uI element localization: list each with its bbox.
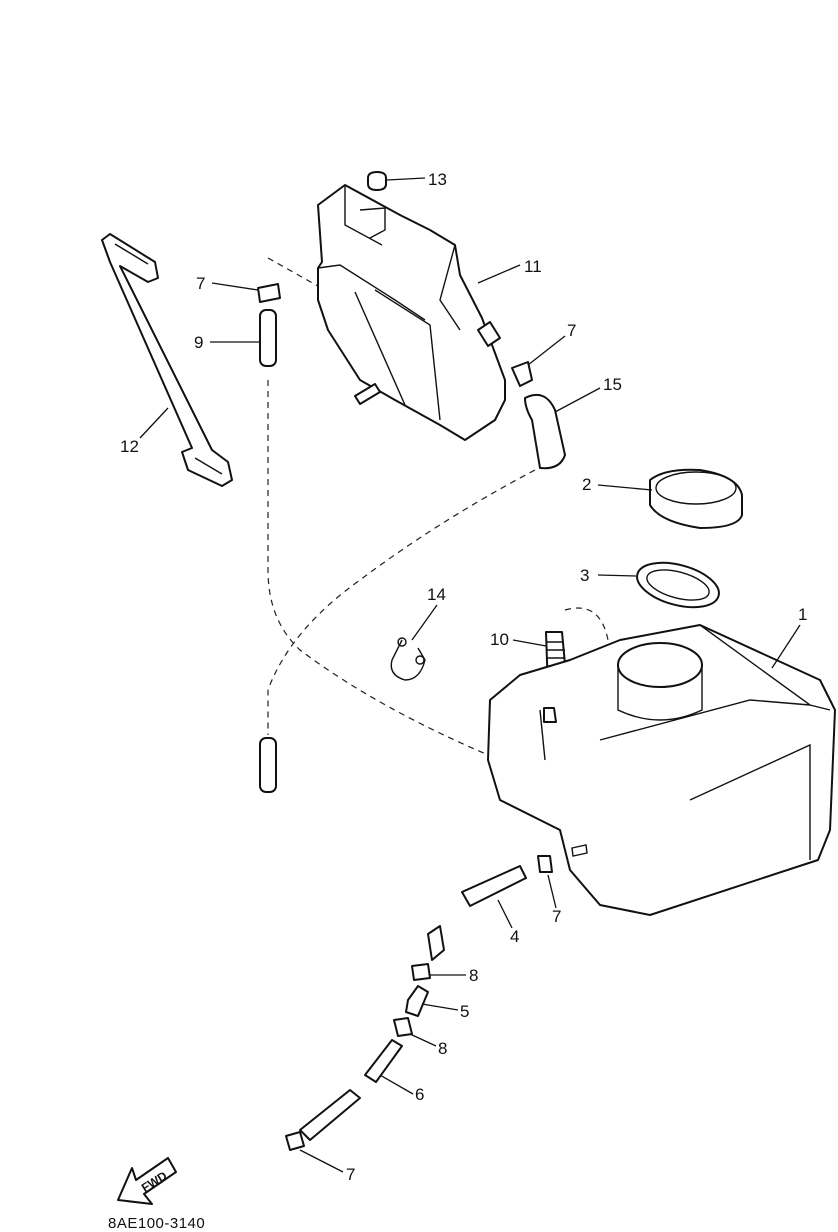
- part-7-clamp-bottom: [285, 1131, 305, 1151]
- part-9-hose: [257, 283, 281, 367]
- part-11-reservoir-tank: [317, 184, 506, 441]
- callout-1: 1: [798, 605, 807, 624]
- part-1-fuel-tank: [487, 624, 836, 916]
- part-12-strap: [101, 233, 233, 487]
- callout-7-top-left: 7: [196, 274, 205, 293]
- part-8-clamp-lower: [393, 1017, 413, 1037]
- part-14-clip: [390, 637, 426, 681]
- callout-2: 2: [582, 475, 591, 494]
- loose-hose: [259, 737, 277, 793]
- callout-7-bottom: 7: [346, 1165, 355, 1184]
- callout-8-lower: 8: [438, 1039, 447, 1058]
- callout-15: 15: [603, 375, 622, 394]
- callout-6: 6: [415, 1085, 424, 1104]
- drawing-code: 8AE100-3140: [108, 1215, 205, 1232]
- callout-leaders: [139, 177, 801, 1173]
- callout-7-mid: 7: [552, 907, 561, 926]
- callout-12: 12: [120, 437, 139, 456]
- callout-4: 4: [510, 927, 519, 946]
- callout-8-upper: 8: [469, 966, 478, 985]
- callout-3: 3: [580, 566, 589, 585]
- part-2-filler-cap: [649, 468, 743, 529]
- part-3-gasket: [636, 561, 720, 609]
- part-5-filter: [405, 985, 429, 1017]
- fwd-arrow-icon: FWD: [117, 1157, 177, 1205]
- callout-13: 13: [428, 170, 447, 189]
- part-6-hose: [299, 1039, 403, 1141]
- part-15-hose: [511, 361, 566, 470]
- part-4-hose: [427, 865, 527, 961]
- part-13-plug: [367, 171, 387, 191]
- part-7-clamp-lower: [537, 855, 553, 873]
- callout-7-top-right: 7: [567, 321, 576, 340]
- callout-11: 11: [524, 257, 542, 276]
- callout-9: 9: [194, 333, 203, 352]
- callout-10: 10: [490, 630, 509, 649]
- callout-14: 14: [427, 585, 446, 604]
- part-8-clamp-upper: [411, 963, 431, 981]
- callout-labels: 13 11 7 9 7 15 12 2 3 14 10 1 4 7 8 5 8 …: [120, 170, 807, 1184]
- callout-5: 5: [460, 1002, 469, 1021]
